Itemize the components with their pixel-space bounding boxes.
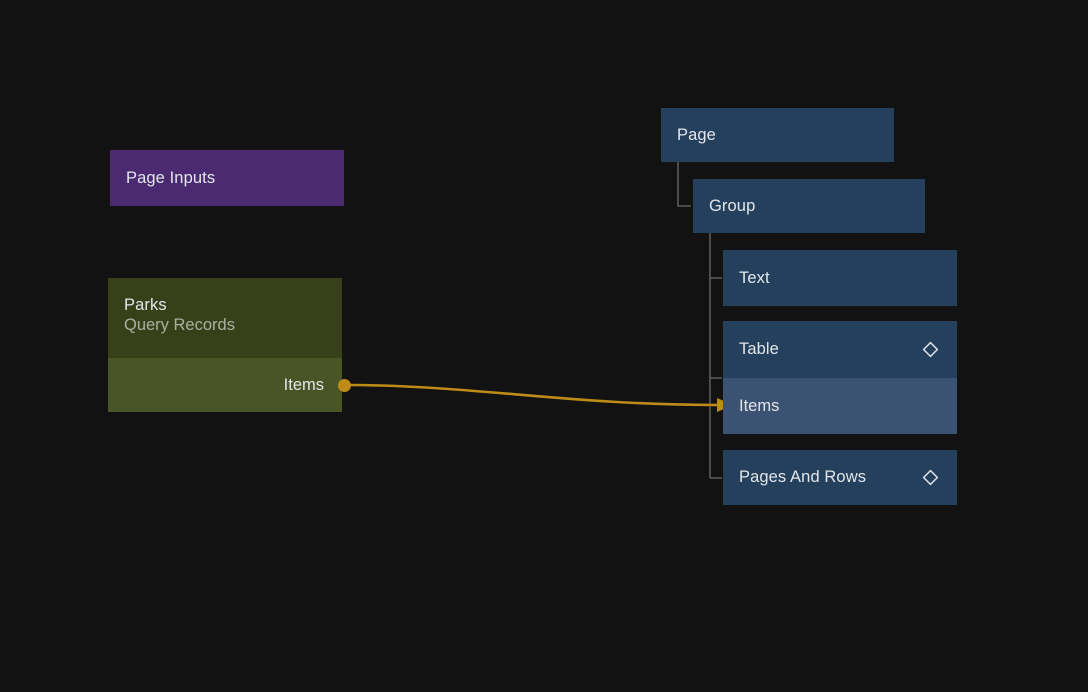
node-page[interactable]: Page — [661, 108, 894, 162]
node-parks[interactable]: Parks Query Records Items — [108, 278, 342, 412]
tree-connector-page-group — [677, 162, 691, 207]
node-page-header: Page — [661, 108, 894, 162]
node-text-title: Text — [739, 268, 770, 287]
node-page-inputs-header: Page Inputs — [110, 150, 344, 206]
node-table-title: Table — [739, 340, 779, 358]
node-group-header: Group — [693, 179, 925, 233]
node-table-input-port-row[interactable]: Items — [723, 378, 957, 434]
node-page-inputs[interactable]: Page Inputs — [110, 150, 344, 206]
node-parks-output-port-row[interactable]: Items — [108, 358, 342, 412]
diamond-icon[interactable] — [922, 341, 939, 358]
node-text[interactable]: Text — [723, 250, 957, 306]
node-table-header: Table — [723, 321, 957, 378]
node-parks-header: Parks Query Records — [108, 278, 342, 358]
node-pages-and-rows[interactable]: Pages And Rows — [723, 450, 957, 505]
node-pages-and-rows-title: Pages And Rows — [739, 468, 867, 486]
node-text-header: Text — [723, 250, 957, 306]
node-parks-output-port-dot[interactable] — [338, 379, 351, 392]
node-group[interactable]: Group — [693, 179, 925, 233]
data-wire-parks-items-to-table-items — [345, 383, 720, 407]
node-page-title: Page — [677, 125, 716, 144]
node-parks-output-port-label: Items — [283, 375, 324, 394]
node-pages-and-rows-header: Pages And Rows — [723, 450, 957, 505]
node-table[interactable]: Table Items — [723, 321, 957, 434]
node-page-inputs-title: Page Inputs — [126, 168, 216, 187]
node-parks-subtitle: Query Records — [124, 316, 235, 334]
diamond-icon[interactable] — [922, 469, 939, 486]
node-parks-title: Parks — [124, 296, 167, 314]
node-group-title: Group — [709, 196, 756, 215]
node-table-input-port-label: Items — [739, 396, 780, 415]
